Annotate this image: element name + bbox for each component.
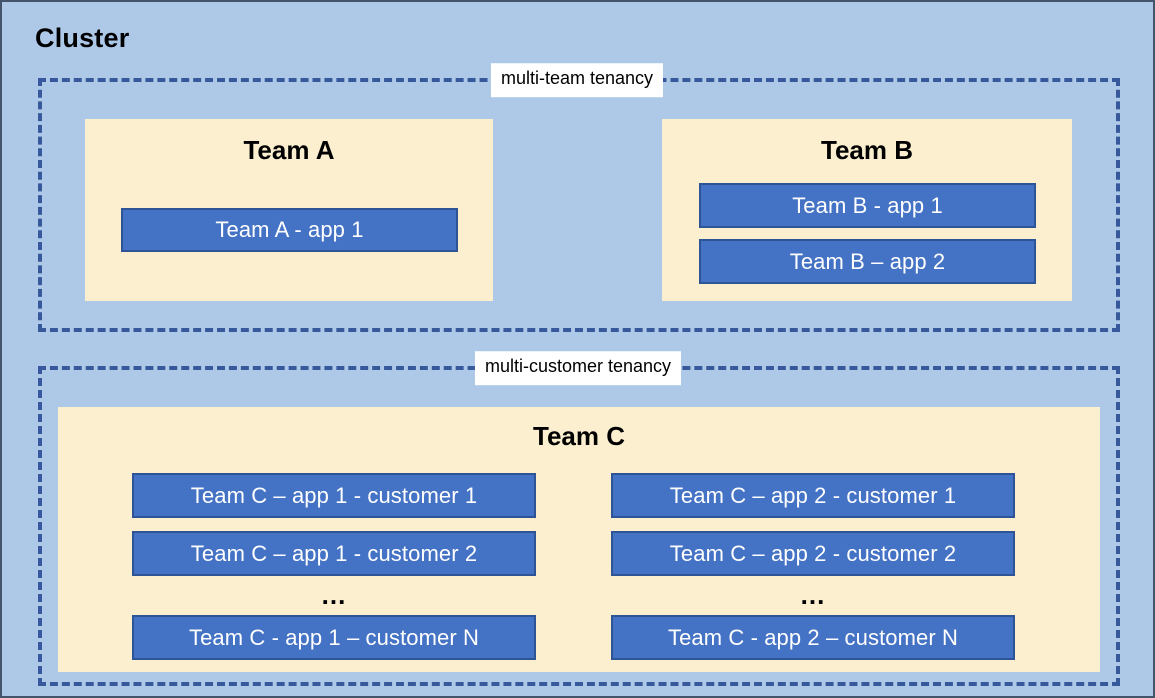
app-box-team-c-app-1-customer-1: Team C – app 1 - customer 1	[132, 473, 536, 518]
team-panel-b: Team B Team B - app 1 Team B – app 2	[662, 119, 1072, 301]
app-box-team-c-app-2-customer-2: Team C – app 2 - customer 2	[611, 531, 1015, 576]
team-a-title: Team A	[243, 135, 335, 165]
team-panel-c: Team C Team C – app 1 - customer 1 Team …	[58, 407, 1100, 672]
app-box-team-a-app-1: Team A - app 1	[121, 208, 458, 252]
app-box-team-b-app-2: Team B – app 2	[699, 239, 1036, 284]
tenancy-label-multi-customer: multi-customer tenancy	[474, 351, 682, 385]
cluster-title: Cluster	[35, 23, 130, 53]
app-box-team-c-app-1-customer-2: Team C – app 1 - customer 2	[132, 531, 536, 576]
team-c-title: Team C	[533, 421, 625, 451]
tenancy-label-multi-team: multi-team tenancy	[490, 63, 664, 97]
team-b-title: Team B	[821, 135, 913, 165]
ellipsis-team-c-app-1: ...	[321, 580, 347, 610]
app-box-team-c-app-1-customer-n: Team C - app 1 – customer N	[132, 615, 536, 660]
ellipsis-team-c-app-2: ...	[800, 580, 826, 610]
team-panel-a: Team A Team A - app 1	[85, 119, 493, 301]
app-box-team-c-app-2-customer-1: Team C – app 2 - customer 1	[611, 473, 1015, 518]
app-box-team-b-app-1: Team B - app 1	[699, 183, 1036, 228]
app-box-team-c-app-2-customer-n: Team C - app 2 – customer N	[611, 615, 1015, 660]
